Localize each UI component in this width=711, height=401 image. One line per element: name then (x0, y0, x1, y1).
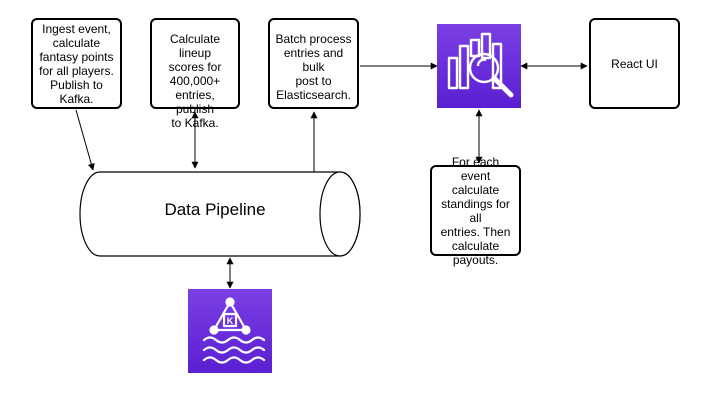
managed-kafka-icon: K (188, 289, 272, 373)
calculate-lineup-node: Calculate lineup scores for 400,000+ ent… (150, 18, 240, 130)
svg-text:K: K (227, 316, 234, 326)
ingest-event-node: Ingest event, calculate fantasy points f… (31, 18, 122, 109)
opensearch-analytics-icon (437, 24, 521, 108)
standings-node: For each event calculate standings for a… (430, 155, 521, 267)
react-ui-node: React UI (589, 18, 680, 109)
data-pipeline-label: Data Pipeline (164, 200, 266, 219)
data-pipeline-cylinder (79, 171, 361, 257)
arrow-ingest-to-pipeline (75, 109, 95, 171)
batch-process-node: Batch process entries and bulk post to E… (268, 18, 359, 109)
